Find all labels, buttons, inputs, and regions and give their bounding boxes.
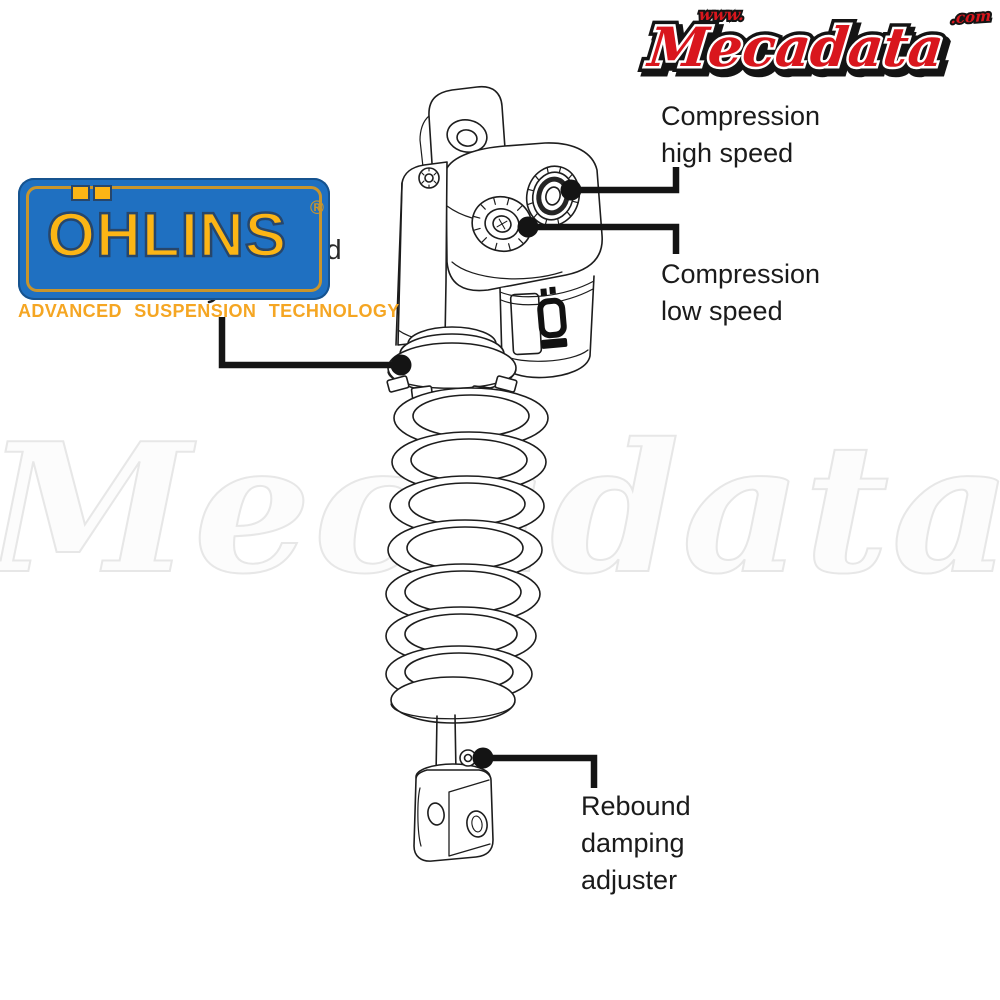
label-compression-high-speed: Compression high speed (661, 101, 821, 168)
ohlins-brand-text: OHLINS (46, 200, 288, 272)
ohlins-tagline: ADVANCED SUSPENSION TECHNOLOGY (18, 301, 400, 321)
ohlins-umlaut-dot (71, 185, 90, 201)
compression-low-speed-knob (471, 195, 533, 253)
leader-rebound (483, 754, 598, 788)
mecadata-shadow-text: Mecadata (647, 19, 950, 83)
ohlins-logo: OHLINS ® (18, 178, 330, 300)
mecadata-com-text: .com (950, 7, 991, 28)
damper-tube (395, 161, 448, 346)
callout-leader-lines (218, 167, 680, 788)
mecadata-outline-text: Mecadata (643, 15, 946, 79)
label-compression-low-speed: Compression low speed (661, 259, 821, 326)
lower-shaft-and-clevis (390, 676, 516, 862)
label-rebound-damping-adjuster: Rebound damping adjuster (581, 791, 691, 895)
leader-compression-low (528, 223, 680, 254)
registered-trademark-symbol: ® (310, 198, 324, 219)
callout-dots (390, 179, 582, 769)
leader-spring-preload (218, 317, 398, 369)
ohlins-logo-border (26, 186, 322, 292)
leader-compression-high (571, 167, 680, 194)
mecadata-logo: Mecadata Mecadata Mecadata www. .com (637, 3, 993, 88)
mecadata-www-text: www. (698, 5, 745, 24)
ohlins-umlaut-dot (93, 185, 112, 201)
mecadata-main-text: Mecadata (643, 15, 946, 79)
coil-spring (385, 387, 549, 703)
